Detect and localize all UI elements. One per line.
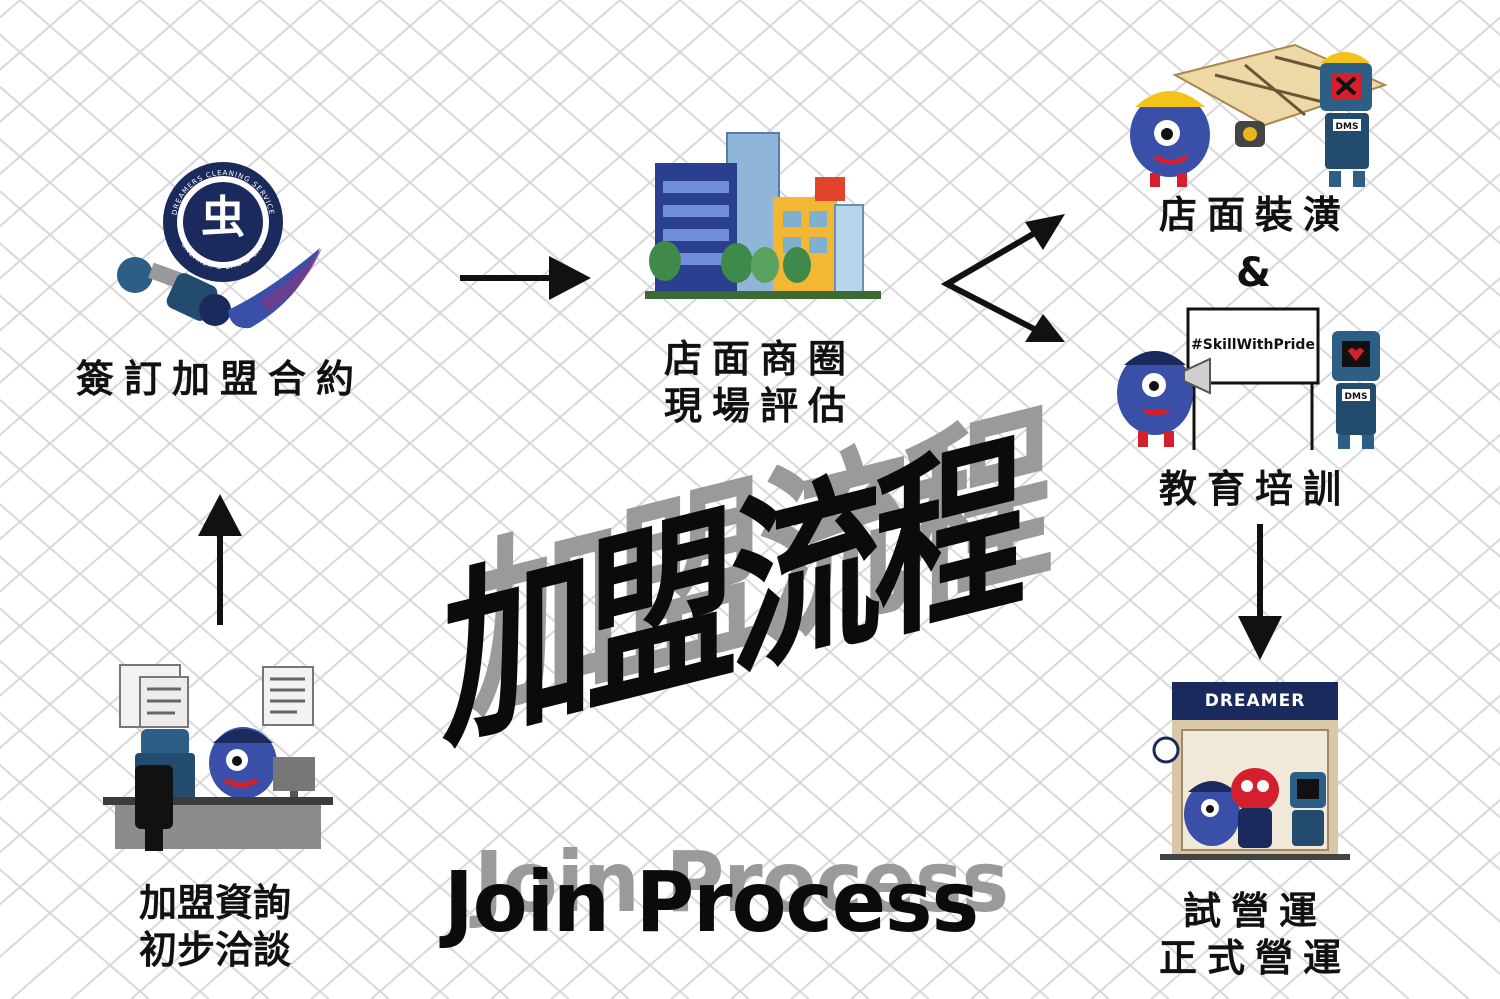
- step-inquiry-label: 加盟資詢 初步洽談: [90, 880, 340, 974]
- arrow-down-training-to-operation: [1238, 524, 1282, 660]
- step-evaluation-line1: 店面商圈: [663, 337, 856, 381]
- robot-character: [1290, 772, 1326, 846]
- step-training-line1: 教育培訓: [1158, 467, 1351, 511]
- blue-monster-character: [1117, 351, 1193, 447]
- tape-measure-icon: [1235, 121, 1265, 147]
- robot-character: DMS: [1320, 52, 1372, 187]
- document-icon: [119, 664, 189, 728]
- training-illustration: #SkillWithPride DMS: [1117, 307, 1380, 450]
- monster-hand-icon: [228, 248, 320, 329]
- step-operation-line1: 試營運: [1182, 889, 1327, 933]
- blue-monster-character: [1184, 781, 1240, 846]
- step-inquiry-line1: 加盟資詢: [138, 881, 291, 925]
- arrow-right-contract-to-evaluation: [460, 256, 591, 300]
- step-renovation-line1: 店面裝潢: [1158, 193, 1351, 237]
- operation-illustration: DREAMER: [1152, 682, 1350, 860]
- blue-monster-character: [1130, 91, 1210, 187]
- brand-badge-icon: 虫 DREAMERS CLEANING SERVICE SNEAKER & BA…: [163, 162, 283, 282]
- step-inquiry-line2: 初步洽談: [138, 928, 291, 972]
- document-icon: [262, 666, 314, 726]
- step-training-label: 教育培訓: [1120, 466, 1390, 513]
- step-renovation-label: 店面裝潢: [1120, 192, 1390, 239]
- robot-tag-text: DMS: [1336, 122, 1359, 132]
- step-operation-label: 試營運 正式營運: [1130, 888, 1380, 982]
- whiteboard-text: #SkillWithPride: [1191, 337, 1315, 353]
- step-evaluation-label: 店面商圈 現場評估: [630, 336, 890, 430]
- robot-hand-icon: [117, 257, 231, 326]
- inquiry-illustration: [103, 664, 333, 851]
- robot-tag-text: DMS: [1345, 392, 1368, 402]
- arrow-split-evaluation-to-renovation-training: [940, 214, 1065, 342]
- title-en: Join Process: [444, 853, 979, 951]
- renovation-illustration: DMS: [1130, 43, 1388, 187]
- store-sign-text: DREAMER: [1205, 691, 1306, 711]
- arrow-up-inquiry-to-contract: [198, 494, 242, 625]
- step-evaluation-line2: 現場評估: [663, 384, 856, 428]
- blue-monster-character: [209, 727, 277, 799]
- red-monster-character: [1231, 768, 1279, 848]
- title-en-shadow: Join Process: [474, 833, 1009, 931]
- svg-text:虫: 虫: [201, 192, 245, 243]
- title-block: 加盟流程 加盟流程 Join Process Join Process: [430, 382, 1110, 960]
- robot-character: DMS: [1332, 331, 1380, 449]
- evaluation-illustration: [645, 132, 881, 299]
- step-contract-line1: 簽訂加盟合約: [75, 357, 364, 401]
- trees-icon: [649, 241, 811, 283]
- step-contract-label: 簽訂加盟合約: [50, 356, 390, 403]
- ampersand: &: [1236, 250, 1271, 296]
- step-operation-line2: 正式營運: [1158, 936, 1351, 980]
- megaphone-icon: [1183, 357, 1211, 395]
- contract-illustration: 虫 DREAMERS CLEANING SERVICE SNEAKER & BA…: [117, 162, 322, 329]
